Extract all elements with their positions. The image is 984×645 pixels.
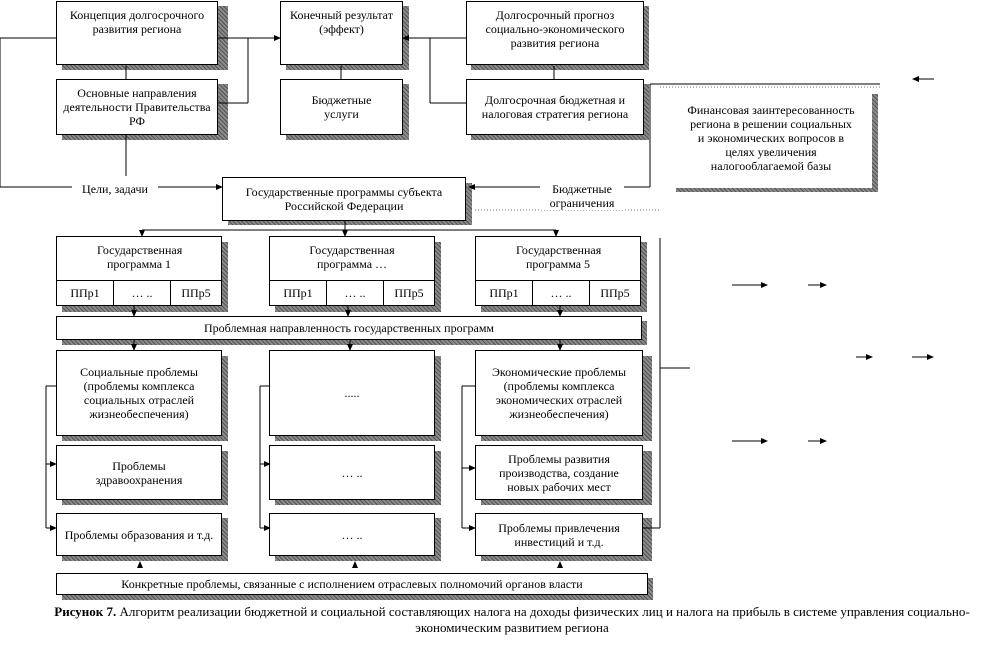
subprogram-dots: … .. (114, 281, 171, 305)
subprogram-first: ППр1 (476, 281, 533, 305)
program-n-subprograms: ППр1 … .. ППр5 (270, 280, 434, 305)
state-programs-text: Государственные программы субъекта Росси… (245, 185, 443, 213)
problem-focus-text: Проблемная направленность государственны… (203, 321, 494, 335)
program-5-subprograms: ППр1 … .. ППр5 (476, 280, 640, 305)
health-text: Проблемы здравоохранения (95, 458, 183, 487)
subprogram-dots: … .. (327, 281, 384, 305)
program-1-title: Государственная программа 1 (97, 243, 183, 271)
middle-3-text: … .. (341, 527, 363, 542)
directions-box: Основные направления деятельности Правит… (56, 79, 218, 135)
budget-strategy-text: Долгосрочная бюджетная и налоговая страт… (481, 93, 629, 121)
program-5-title: Государственная программа 5 (516, 243, 602, 271)
education-box: Проблемы образования и т.д. (56, 513, 222, 556)
final-result-box: Конечный результат (эффект) (280, 1, 403, 65)
middle-3-box: … .. (269, 513, 435, 556)
middle-2-text: … .. (341, 465, 363, 480)
subprogram-dots: … .. (533, 281, 590, 305)
concept-text: Концепция долгосрочного развития региона (69, 8, 205, 36)
program-5-box: Государственная программа 5 ППр1 … .. ПП… (475, 236, 641, 306)
financial-interest-box: Финансовая заинтересованность региона в … (670, 88, 872, 188)
production-box: Проблемы развития производства, создание… (475, 445, 643, 500)
goals-label: Цели, задачи (72, 182, 158, 196)
health-box: Проблемы здравоохранения (56, 445, 222, 500)
investment-text: Проблемы привлечения инвестиций и т.д. (498, 520, 620, 549)
final-result-text: Конечный результат (эффект) (290, 8, 393, 36)
caption-text: Алгоритм реализации бюджетной и социальн… (116, 604, 970, 635)
budget-services-box: Бюджетные услуги (280, 79, 403, 135)
economic-problems-text: Экономические проблемы (проблемы комплек… (491, 365, 627, 421)
financial-interest-text: Финансовая заинтересованность региона в … (687, 103, 855, 173)
program-1-box: Государственная программа 1 ППр1 … .. ПП… (56, 236, 222, 306)
forecast-text: Долгосрочный прогноз социально-экономиче… (485, 8, 625, 50)
budget-strategy-box: Долгосрочная бюджетная и налоговая страт… (466, 79, 644, 135)
economic-problems-box: Экономические проблемы (проблемы комплек… (475, 350, 643, 436)
subprogram-last: ППр5 (600, 286, 630, 300)
concrete-problems-text: Конкретные проблемы, связанные с исполне… (121, 577, 583, 591)
caption-number: Рисунок 7. (54, 604, 117, 619)
concrete-problems-box: Конкретные проблемы, связанные с исполне… (56, 573, 648, 595)
subprogram-first: ППр1 (57, 281, 114, 305)
directions-text: Основные направления деятельности Правит… (63, 86, 211, 128)
program-n-title: Государственная программа … (309, 243, 395, 271)
budget-limits-label: Бюджетные ограничения (540, 182, 624, 210)
problem-focus-box: Проблемная направленность государственны… (56, 316, 642, 340)
social-problems-box: Социальные проблемы (проблемы комплекса … (56, 350, 222, 436)
middle-problems-box: ..... (269, 350, 435, 436)
education-text: Проблемы образования и т.д. (64, 527, 214, 542)
subprogram-last: ППр5 (181, 286, 211, 300)
forecast-box: Долгосрочный прогноз социально-экономиче… (466, 1, 644, 65)
program-n-box: Государственная программа … ППр1 … .. ПП… (269, 236, 435, 306)
subprogram-last: ППр5 (394, 286, 424, 300)
budget-services-text: Бюджетные услуги (311, 93, 372, 121)
middle-problems-text: ..... (344, 386, 360, 400)
social-problems-text: Социальные проблемы (проблемы комплекса … (80, 365, 198, 421)
concept-box: Концепция долгосрочного развития региона (56, 1, 218, 65)
subprogram-first: ППр1 (270, 281, 327, 305)
figure-caption: Рисунок 7. Алгоритм реализации бюджетной… (40, 604, 984, 636)
program-1-subprograms: ППр1 … .. ППр5 (57, 280, 221, 305)
state-programs-box: Государственные программы субъекта Росси… (222, 177, 466, 221)
production-text: Проблемы развития производства, создание… (499, 451, 619, 494)
middle-2-box: … .. (269, 445, 435, 500)
investment-box: Проблемы привлечения инвестиций и т.д. (475, 513, 643, 556)
